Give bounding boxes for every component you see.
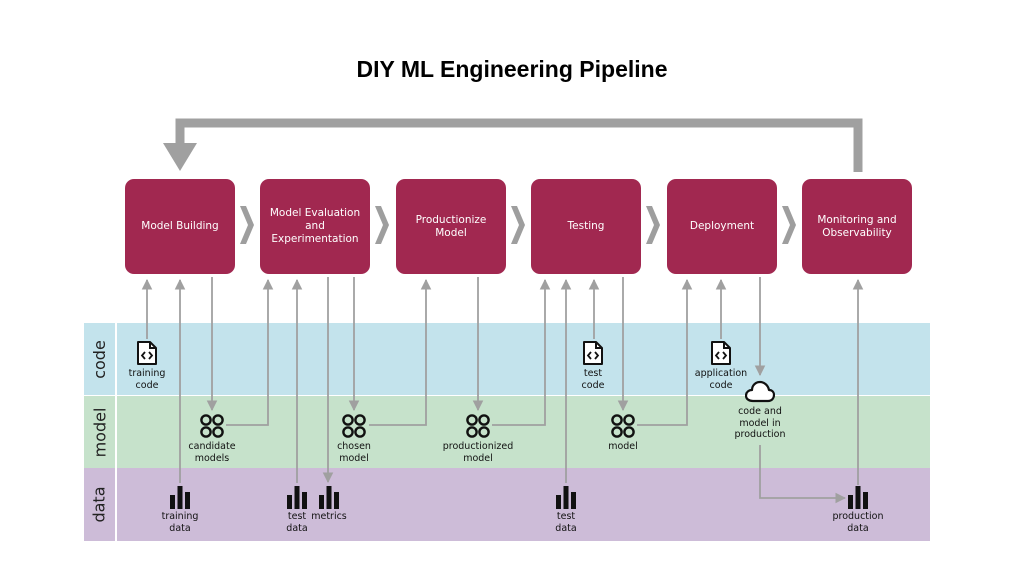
- chevron-right-icon: [511, 206, 525, 244]
- data-lane: [84, 468, 930, 541]
- stage-productionize-model: Productionize Model: [396, 179, 506, 274]
- artifact-label: candidate models: [188, 441, 236, 464]
- feedback-loop-arrow: [175, 118, 863, 172]
- artifact-test-code: test code: [563, 340, 623, 391]
- code-file-icon: [583, 341, 603, 365]
- arrow-chosen-model-to-productionize: [369, 278, 432, 426]
- artifact-training-data: training data: [150, 486, 210, 534]
- arrow-candidates-to-evaluation: [226, 278, 274, 426]
- artifact-label: test data: [286, 511, 308, 534]
- artifact-label: test code: [581, 368, 605, 391]
- model-lane: [84, 396, 930, 468]
- arrow-production-to-production-data: [759, 445, 847, 504]
- artifact-chosen-model: chosen model: [324, 413, 384, 464]
- stage-deployment: Deployment: [667, 179, 777, 274]
- cloud-icon: [745, 380, 775, 403]
- arrow-productionized-model-to-testing: [492, 278, 551, 426]
- stage-testing: Testing: [531, 179, 641, 274]
- artifact-label: code and model in production: [734, 406, 786, 440]
- artifact-label: productionized model: [442, 441, 514, 464]
- artifact-training-code: training code: [117, 340, 177, 391]
- artifact-label: training code: [128, 368, 166, 391]
- four-circles-icon: [611, 414, 635, 438]
- artifact-label: training data: [161, 511, 199, 534]
- artifact-production-data: production data: [823, 486, 893, 534]
- four-circles-icon: [466, 414, 490, 438]
- bar-chart-icon: [556, 486, 576, 509]
- four-circles-icon: [342, 414, 366, 438]
- chevron-right-icon: [240, 206, 254, 244]
- bar-chart-icon: [319, 486, 339, 509]
- chevron-right-icon: [646, 206, 660, 244]
- artifact-label: chosen model: [337, 441, 371, 464]
- code-file-icon: [711, 341, 731, 365]
- bar-chart-icon: [170, 486, 190, 509]
- code-file-icon: [137, 341, 157, 365]
- artifact-productionized-model: productionized model: [433, 413, 523, 464]
- artifact-test-data: test data: [272, 486, 322, 534]
- artifact-label: metrics: [311, 511, 347, 522]
- artifact-model: model: [598, 413, 648, 453]
- chevron-right-icon: [375, 206, 389, 244]
- artifact-metrics: metrics: [304, 486, 354, 523]
- feedback-loop-arrowhead: [163, 143, 197, 171]
- artifact-label: test data: [555, 511, 577, 534]
- stage-model-building: Model Building: [125, 179, 235, 274]
- four-circles-icon: [200, 414, 224, 438]
- bar-chart-icon: [848, 486, 868, 509]
- artifact-application-code: application code: [686, 340, 756, 391]
- chevron-right-icon: [782, 206, 796, 244]
- code-lane: [84, 323, 930, 395]
- artifact-label: model: [608, 441, 638, 452]
- lane-separator: [115, 323, 117, 541]
- bar-chart-icon: [287, 486, 307, 509]
- artifact-test-data: test data: [541, 486, 591, 534]
- page-title: DIY ML Engineering Pipeline: [356, 56, 668, 82]
- artifact-candidate-models: candidate models: [177, 413, 247, 464]
- artifact-label: production data: [832, 511, 884, 534]
- artifact-label: application code: [694, 368, 748, 391]
- arrow-model-to-deployment: [637, 278, 693, 426]
- stage-model-evaluation: Model Evaluation and Experimentation: [260, 179, 370, 274]
- stage-monitoring: Monitoring and Observability: [802, 179, 912, 274]
- artifact-code-and-model-in-production: code and model in production: [720, 380, 800, 441]
